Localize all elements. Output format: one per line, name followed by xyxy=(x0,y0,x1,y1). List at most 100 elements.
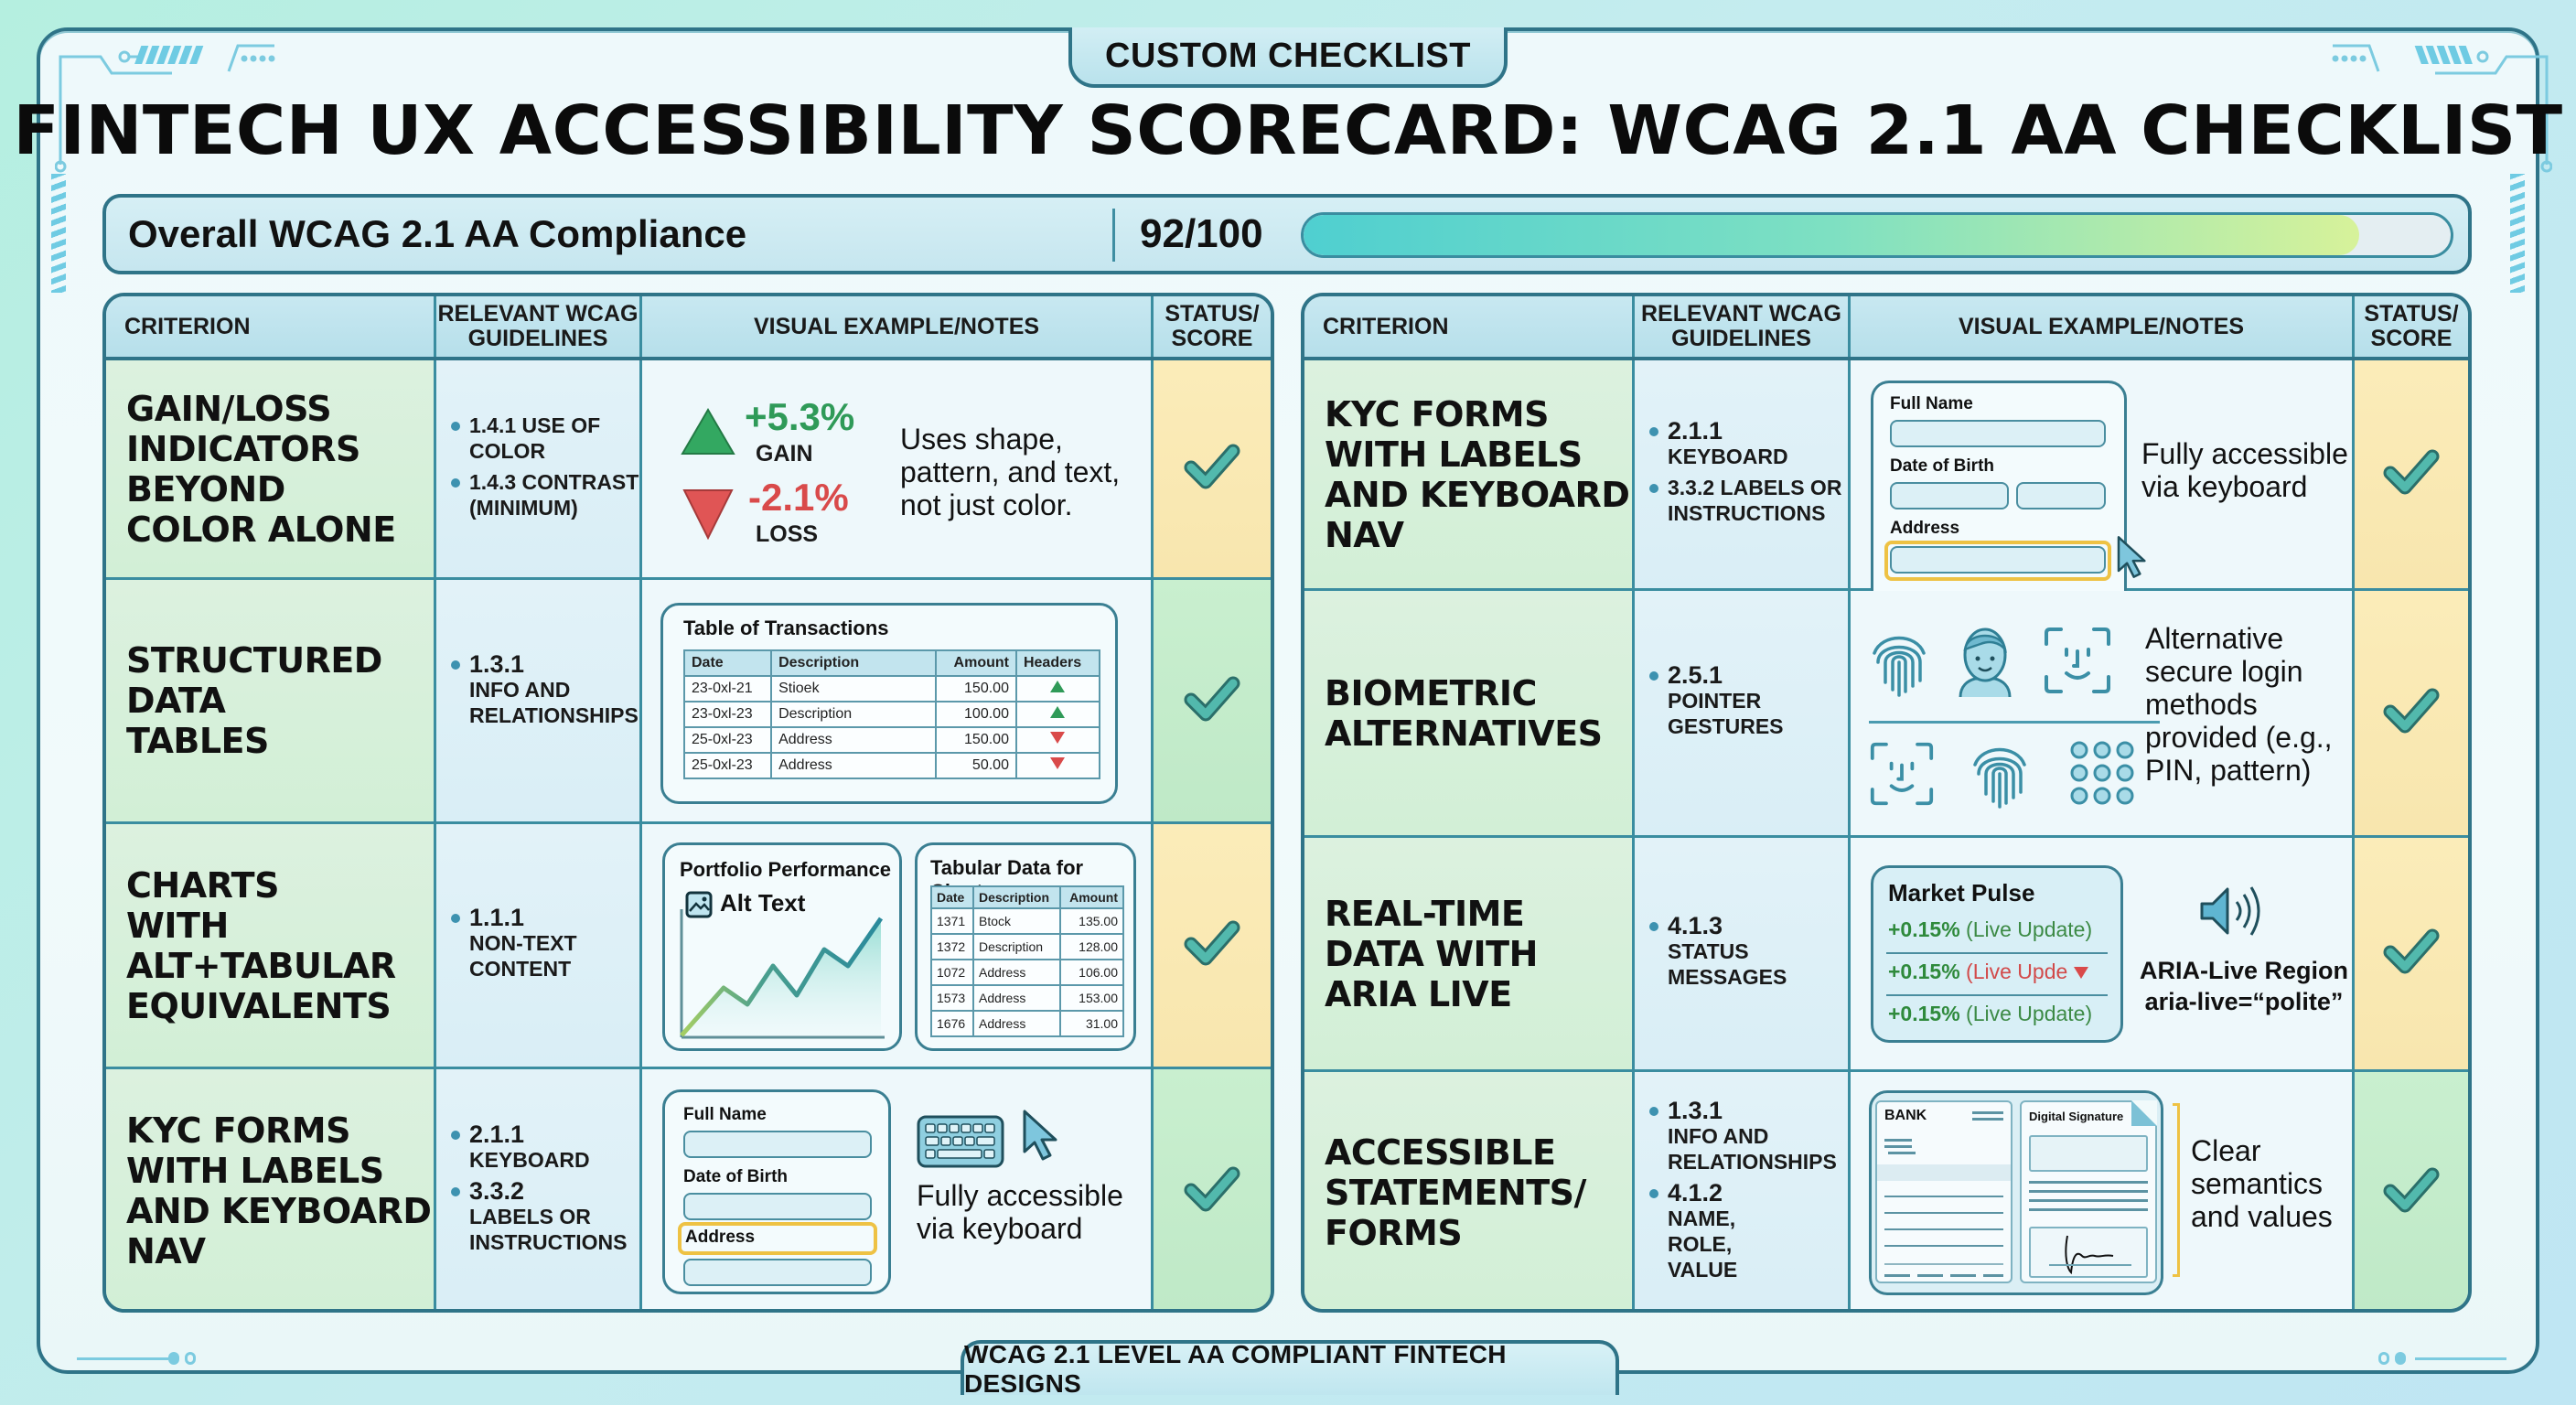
criterion-cell: GAIN/LOSS INDICATORS BEYOND COLOR ALONE xyxy=(106,360,436,577)
keyboard-icon xyxy=(917,1115,1004,1168)
address-input[interactable] xyxy=(683,1259,872,1286)
guideline-number: 2.5.1 xyxy=(1668,661,1723,689)
full-name-input[interactable] xyxy=(1890,420,2106,447)
field-label-dob: Date of Birth xyxy=(683,1167,788,1186)
check-icon xyxy=(2379,679,2443,747)
guideline-text: KEYBOARD xyxy=(469,1148,590,1172)
guideline-text: INFO AND RELATIONSHIPS xyxy=(1668,1123,1837,1174)
cell-date: 1573 xyxy=(930,984,974,1012)
circuit-decoration-top-left xyxy=(55,44,275,173)
criterion-text: REAL-TIME DATA WITH ARIA LIVE xyxy=(1325,893,1538,1014)
cell-amount: 106.00 xyxy=(1058,959,1125,986)
statement-line-items xyxy=(1884,1190,2003,1254)
divider xyxy=(1884,1263,2003,1265)
full-name-input[interactable] xyxy=(683,1131,872,1158)
cell-description: Btock xyxy=(971,907,1061,935)
guideline-number: 4.1.3 xyxy=(1668,911,1723,939)
criterion-text: ACCESSIBLE STATEMENTS/ FORMS xyxy=(1325,1132,1586,1253)
guideline-number: 3.3.2 xyxy=(469,1177,525,1205)
date-of-birth-input-1[interactable] xyxy=(1890,482,2009,509)
aria-live-attr: aria-live=“polite” xyxy=(2144,988,2344,1015)
chart-title: Portfolio Performance xyxy=(680,858,892,881)
fingerprint-icon xyxy=(1973,747,2026,809)
cell-amount: 31.00 xyxy=(1058,1010,1125,1037)
cell-date: 1372 xyxy=(930,933,974,960)
cell-description: Address xyxy=(971,1010,1061,1037)
gain-label: GAIN xyxy=(756,441,813,467)
date-of-birth-input[interactable] xyxy=(683,1193,872,1220)
live-update-line: +0.15% (Live Update) xyxy=(1888,917,2092,942)
cell-description: Description xyxy=(770,701,938,728)
pin-pattern-icon xyxy=(2070,741,2134,805)
status-cell xyxy=(2355,838,2468,1069)
guideline-text: LABELS OR INSTRUCTIONS xyxy=(469,1205,628,1254)
cell-date: 1072 xyxy=(930,959,974,986)
table-header: CRITERION RELEVANT WCAG GUIDELINES VISUA… xyxy=(106,296,1271,360)
cell-indicator xyxy=(1014,701,1101,728)
column-header-visual: VISUAL EXAMPLE/NOTES xyxy=(642,296,1154,357)
circuit-decoration-top-right xyxy=(2332,44,2552,173)
th-headers: Headers xyxy=(1014,649,1101,677)
cell-amount: 150.00 xyxy=(935,675,1017,702)
table-row: KYC FORMS WITH LABELS AND KEYBOARD NAV 2… xyxy=(1304,360,2468,593)
check-icon xyxy=(2379,1158,2443,1227)
market-pulse-title: Market Pulse xyxy=(1888,879,2035,906)
kyc-form-card: Full Name Date of Birth Address xyxy=(1871,381,2127,593)
address-input[interactable] xyxy=(1890,546,2106,574)
cell-amount: 128.00 xyxy=(1058,933,1125,960)
kyc-form-card: Full Name Date of Birth Address xyxy=(662,1089,891,1294)
date-of-birth-input-2[interactable] xyxy=(2016,482,2106,509)
transactions-table: Date Description Amount Headers 23-0xl-2… xyxy=(682,649,1101,779)
status-cell xyxy=(1154,580,1271,821)
image-icon xyxy=(685,891,713,918)
check-icon xyxy=(2379,440,2443,509)
digital-signature-page: Digital Signature xyxy=(2020,1100,2157,1283)
column-header-visual: VISUAL EXAMPLE/NOTES xyxy=(1851,296,2355,357)
cell-description: Address xyxy=(971,984,1061,1012)
aria-live-region-label: ARIA-Live Region xyxy=(2139,957,2348,984)
cell-indicator xyxy=(1014,726,1101,754)
text-lines xyxy=(1884,1139,1912,1142)
column-header-criterion: CRITERION xyxy=(106,296,436,357)
face-avatar-icon xyxy=(1959,627,2012,698)
th-description: Description xyxy=(770,649,938,677)
transactions-table-title: Table of Transactions xyxy=(683,617,889,639)
criterion-cell: KYC FORMS WITH LABELS AND KEYBOARD NAV xyxy=(106,1069,436,1309)
table-header: CRITERION RELEVANT WCAG GUIDELINES VISUA… xyxy=(1304,296,2468,360)
separator xyxy=(1886,952,2108,954)
compliance-divider xyxy=(1112,209,1115,262)
check-icon xyxy=(1180,667,1244,735)
update-value: +0.15% xyxy=(1888,917,1960,941)
bank-statement-page: BANK xyxy=(1875,1100,2012,1283)
cell-amount: 100.00 xyxy=(935,701,1017,728)
guideline-text: INFO AND RELATIONSHIPS xyxy=(469,678,639,727)
guideline-item: 1.4.3 CONTRAST(MINIMUM) xyxy=(447,469,639,520)
cell-description: Address xyxy=(971,959,1061,986)
table-row: GAIN/LOSS INDICATORS BEYOND COLOR ALONE … xyxy=(106,360,1271,580)
custom-checklist-tab: CUSTOM CHECKLIST xyxy=(1068,27,1508,88)
guideline-number: 2.1.1 xyxy=(469,1121,525,1148)
criterion-text: BIOMETRIC ALTERNATIVES xyxy=(1325,672,1603,754)
criterion-cell: REAL-TIME DATA WITH ARIA LIVE xyxy=(1304,838,1635,1069)
tabular-data-card: Tabular Data for Chart Date Description … xyxy=(915,842,1136,1051)
cell-date: 25-0xl-23 xyxy=(682,752,773,779)
guideline-text: NAME, ROLE, VALUE xyxy=(1668,1206,1738,1282)
bank-label: BANK xyxy=(1884,1108,1927,1123)
focus-ring-address xyxy=(1884,541,2111,581)
cell-amount: 50.00 xyxy=(935,752,1017,779)
table-row: KYC FORMS WITH LABELS AND KEYBOARD NAV 2… xyxy=(106,1069,1271,1309)
cell-description: Address xyxy=(770,752,938,779)
th-date: Date xyxy=(930,885,974,909)
status-cell xyxy=(1154,824,1271,1067)
loss-triangle-icon xyxy=(682,489,734,540)
